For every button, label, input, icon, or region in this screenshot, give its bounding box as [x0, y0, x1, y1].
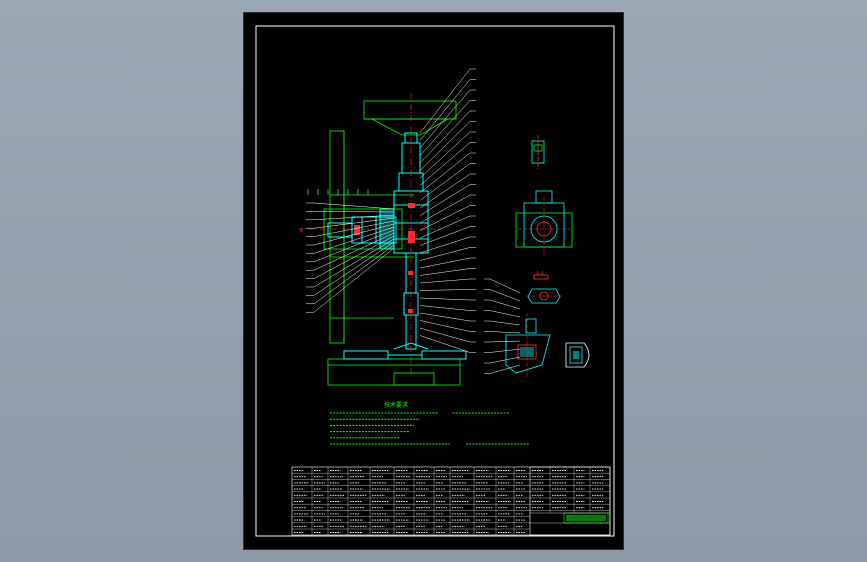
main-assembly-view: A	[298, 68, 476, 386]
line-segment	[313, 214, 395, 221]
line-segment	[489, 331, 521, 334]
detail-view-housing	[515, 190, 573, 257]
line-segment	[489, 348, 521, 353]
line-segment	[313, 235, 395, 279]
note-lines	[330, 412, 530, 445]
line-segment	[419, 226, 471, 246]
line-segment	[313, 247, 395, 313]
line-segment	[489, 320, 521, 326]
detail-view-flange	[526, 274, 562, 304]
line-segment	[419, 68, 471, 134]
leader-lines-right	[419, 68, 476, 353]
line-segment	[419, 173, 471, 209]
line-segment	[313, 202, 395, 210]
handwheel	[363, 100, 457, 136]
line-segment	[419, 247, 471, 261]
line-segment	[489, 299, 521, 310]
line-segment	[419, 335, 471, 353]
centerlines	[298, 93, 440, 375]
parts-list	[291, 466, 611, 536]
line-segment	[419, 142, 471, 186]
parts-list-grid	[292, 467, 610, 535]
line-segment	[419, 257, 471, 269]
line-segment	[489, 310, 521, 318]
line-segment	[419, 289, 471, 291]
line-segment	[489, 356, 521, 364]
line-segment	[419, 152, 471, 194]
line-segment	[419, 163, 471, 201]
line-segment	[489, 364, 521, 374]
red-bushings	[354, 203, 415, 313]
line-segment	[489, 278, 521, 294]
technical-notes: 技术要求	[330, 401, 530, 445]
line-segment	[419, 215, 471, 239]
line-segment	[419, 184, 471, 216]
line-segment	[313, 226, 395, 254]
line-segment	[419, 205, 471, 231]
line-segment	[419, 312, 471, 322]
line-segment	[419, 79, 471, 141]
line-segment	[313, 223, 395, 246]
detail-view-bracket	[505, 313, 551, 377]
base-parts	[343, 342, 467, 360]
parts-list-entries	[294, 470, 604, 533]
line-segment	[313, 244, 395, 305]
line-segment	[419, 278, 471, 284]
line-segment	[419, 327, 471, 343]
line-segment	[419, 320, 471, 332]
line-segment	[489, 340, 521, 343]
section-label-b: B-B	[536, 271, 544, 276]
line-segment	[419, 236, 471, 254]
line-segment	[419, 268, 471, 276]
detail-view-top	[531, 135, 545, 169]
leader-lines-left	[306, 189, 395, 313]
notes-heading: 技术要求	[384, 401, 408, 409]
line-segment	[419, 110, 471, 164]
section-marker-a: A	[300, 228, 303, 234]
line-segment	[313, 220, 395, 237]
line-segment	[419, 100, 471, 156]
assembly-drawing: A	[255, 25, 615, 537]
detail-view-small	[565, 342, 590, 368]
line-segment	[419, 121, 471, 171]
line-segment	[313, 241, 395, 296]
line-segment	[313, 211, 395, 213]
line-segment	[419, 131, 471, 179]
line-segment	[489, 289, 521, 302]
leader-lines-detail	[484, 278, 521, 374]
line-segment	[313, 229, 395, 263]
line-segment	[419, 89, 471, 149]
title-block	[529, 466, 611, 536]
line-segment	[313, 217, 395, 229]
line-segment	[313, 238, 395, 288]
line-segment	[419, 194, 471, 224]
drawing-frame	[255, 25, 615, 537]
line-segment	[419, 297, 471, 301]
line-segment	[313, 232, 395, 271]
drawing-sheet: A	[244, 13, 623, 549]
line-segment	[419, 305, 471, 311]
base-outline	[327, 358, 461, 386]
